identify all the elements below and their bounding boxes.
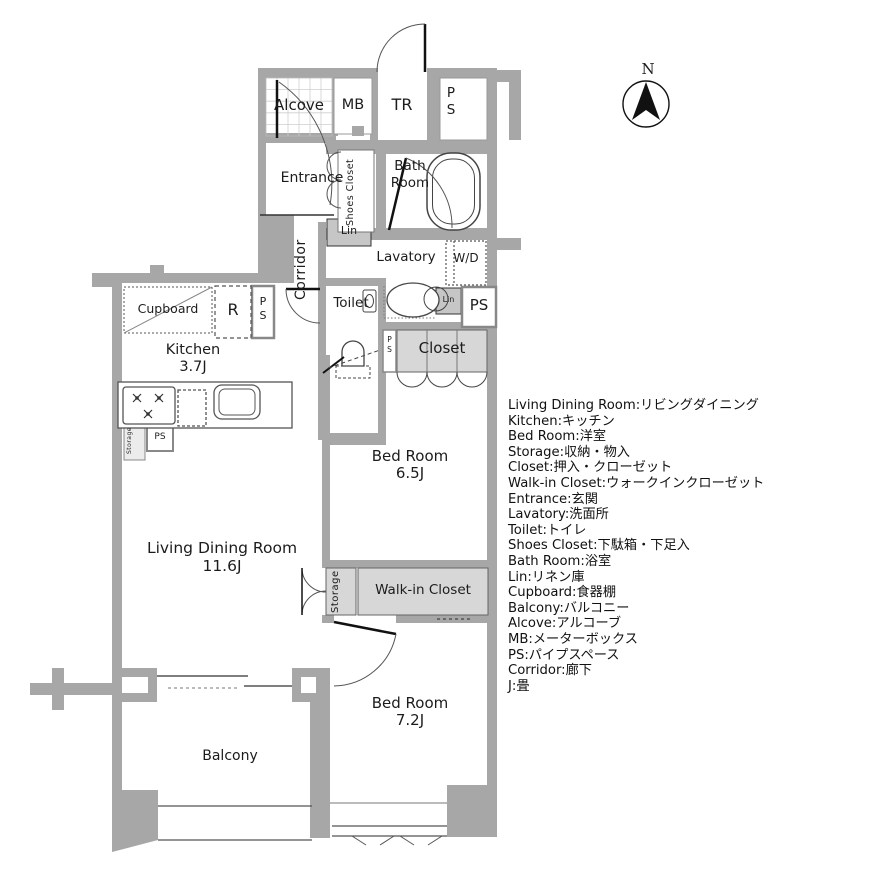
shoes-closet-door-arcs [326,151,342,209]
storage-boxes [123,218,489,616]
mb-box [333,77,373,135]
toilet-icon [335,340,371,379]
legend-item: Living Dining Room:リビングダイニング [508,398,759,413]
hollow-pillars [113,668,325,702]
legend: Living Dining Room:リビングダイニング Kitchen:キッチ… [508,398,764,694]
toilet-door-leaf [322,356,345,374]
room-label-bath-room: Bath Room [390,158,430,191]
room-label-toilet: Toilet [333,295,369,311]
washer-dryer-icon [445,240,487,286]
lavatory-sink-icon [383,282,449,319]
room-label-walk-in-closet: Walk-in Closet [375,582,471,598]
room-label-ps-closet: P S [387,335,392,354]
room-label-living-dining: Living Dining Room 11.6J [146,539,298,575]
stove-icon [122,386,176,425]
room-label-kitchen: Kitchen 3.7J [165,342,221,375]
legend-item: PS:パイプスペース [508,647,620,663]
legend-item: Corridor:廊下 [508,663,592,679]
bedroom2-window-lines [332,825,447,837]
room-label-storage-kitchen: Storage [126,427,133,454]
room-label-corridor: Corridor [293,239,309,301]
room-label-alcove: Alcove [274,96,324,114]
toilet-washbasin-icon [362,289,377,313]
windows [157,214,447,846]
legend-item: Closet:押入・クローゼット [508,460,673,476]
alcove-tile-pattern [265,77,333,137]
balcony-corner-pillar [112,790,158,852]
kitchen-sink-icon [213,384,261,420]
legend-item: Bed Room:洋室 [508,429,607,445]
room-label-wd: W/D [453,251,479,265]
corridor-door-arc [285,288,321,324]
mb-tab [352,126,364,136]
room-label-ps-kitchen: P S [259,295,267,322]
room-label-refrigerator: R [227,300,239,319]
room-label-balcony: Balcony [202,748,258,764]
legend-item: Cupboard:食器棚 [508,585,617,601]
legend-item: Entrance:玄関 [508,491,598,507]
room-label-tr: TR [391,95,413,114]
cupboard-icon [123,286,213,334]
room-label-shoes-closet: Shoes Closet [345,158,356,226]
legend-item: Kitchen:キッチン [508,413,615,429]
bedroom2-door-arc [333,633,397,687]
bedroom2-door-leaf [333,620,397,636]
ps-kitchen-box [250,284,276,340]
room-label-closet: Closet [418,339,466,357]
room-label-ps-mid: PS [469,296,489,314]
balcony-railing-lines [158,805,312,841]
kitchen-counter [117,381,293,429]
legend-item: Walk-in Closet:ウォークインクローゼット [508,475,765,491]
closet-area [396,329,488,373]
walk-in-closet-area [357,567,489,616]
walls [30,68,521,852]
legend-item: Balcony:バルコニー [508,600,630,616]
north-arrow-icon [622,80,670,128]
stove-burners [132,393,164,419]
room-label-ps-top: P S [446,85,456,118]
room-label-storage-2: Storage [330,570,341,613]
ps-closet-box [382,329,397,373]
toilet-door-dashed [327,349,381,369]
shoes-closet-box [337,149,375,233]
ps-boxes [146,77,498,452]
room-label-mb: MB [341,97,365,113]
bedroom2-window-ticks [351,835,443,846]
legend-item: Alcove:アルコーブ [508,616,622,632]
room-label-lin-lower: Lin [442,295,455,304]
bath-door-leaf [387,157,408,231]
ps-mid-box [460,285,498,329]
closet-folding-arcs [396,371,488,388]
room-label-ps-small: PS [154,432,166,442]
bathtub-icon [426,152,481,231]
ps-top-box [439,77,488,141]
legend-item: Storage:収納・物入 [508,444,630,460]
compass-n-label: N [641,60,655,78]
legend-item: Bath Room:浴室 [508,553,612,569]
bath-door-arc [405,157,453,229]
ldr-window-lines [157,675,292,687]
tr-door-arc [376,23,426,73]
room-label-lavatory: Lavatory [376,249,436,265]
legend-item: MB:メーターボックス [508,631,638,647]
room-label-entrance: Entrance [280,170,344,186]
entrance-door-arc [278,81,333,206]
legend-item: Lavatory:洗面所 [508,507,609,523]
room-label-bedroom-1: Bed Room 6.5J [371,447,449,483]
storage2-area [325,567,357,616]
room-label-lin-upper: Lin [340,224,358,237]
legend-item: Shoes Closet:下駄箱・下足入 [508,538,690,554]
legend-item: Lin:リネン庫 [508,569,585,585]
room-label-cupboard: Cupboard [137,301,199,316]
room-label-bedroom-2: Bed Room 7.2J [371,694,449,730]
dishwasher-icon [177,389,207,427]
legend-item: J:畳 [508,678,530,694]
doors [275,23,488,687]
legend-item: Toilet:トイレ [508,522,587,538]
refrigerator-icon [214,285,252,339]
